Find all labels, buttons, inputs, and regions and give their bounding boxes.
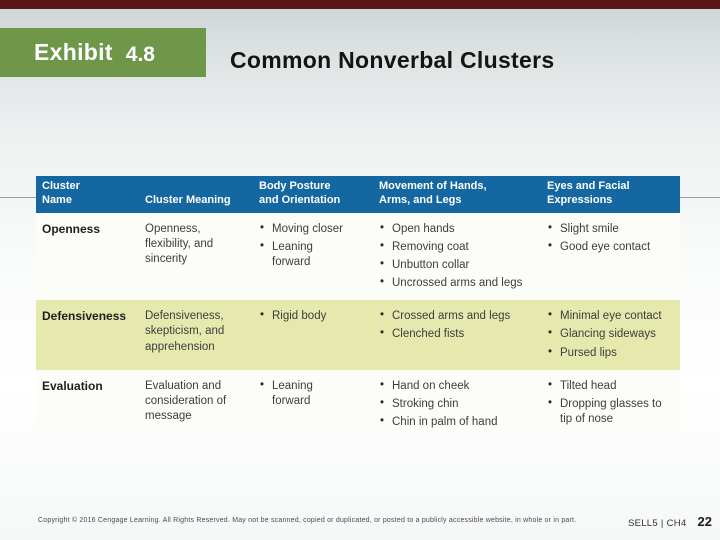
eyes-facial-list: Minimal eye contact Glancing sideways Pu… — [544, 300, 680, 370]
bullet-item: Open hands — [379, 220, 541, 237]
bullet-item: Crossed arms and legs — [379, 308, 541, 324]
page-title: Common Nonverbal Clusters — [230, 47, 555, 73]
body-posture-list: Moving closer Leaning forward — [256, 213, 376, 301]
exhibit-number: 4.8 — [125, 42, 155, 66]
body-posture-list: Rigid body — [256, 300, 376, 370]
bullet-item: Moving closer — [259, 220, 354, 237]
column-header-movement: Movement of Hands, Arms, and Legs — [379, 180, 487, 206]
page-number: 22 — [697, 514, 712, 529]
table-row-defensiveness: Defensiveness Defensiveness, skepticism,… — [36, 300, 680, 370]
bullet-item: Unbutton collar — [379, 257, 541, 273]
table-row-openness: Openness Openness, flexibility, and sinc… — [36, 212, 680, 301]
table-header-row: Cluster Name Cluster Meaning Body Postur… — [36, 176, 680, 213]
cluster-meaning: Openness, flexibility, and sincerity — [145, 222, 214, 265]
column-header-body-posture: Body Posture and Orientation — [259, 180, 341, 206]
bullet-item: Leaning forward — [259, 239, 354, 270]
bullet-item: Glancing sideways — [547, 326, 666, 342]
column-header-eyes-facial: Eyes and Facial Expressions — [547, 180, 630, 206]
bullet-item: Tilted head — [547, 378, 666, 394]
cluster-name: Defensiveness — [42, 309, 127, 324]
bullet-item: Good eye contact — [547, 239, 666, 255]
bullet-item: Removing coat — [379, 239, 541, 255]
bullet-item: Clenched fists — [379, 326, 541, 342]
footer-right: SELL5 | CH4 22 — [628, 514, 712, 529]
bullet-item: Slight smile — [547, 220, 666, 237]
bullet-item: Pursed lips — [547, 345, 666, 361]
bullet-item: Chin in palm of hand — [379, 414, 541, 430]
exhibit-badge: Exhibit 4.8 — [0, 28, 206, 77]
bullet-item: Rigid body — [259, 308, 354, 324]
exhibit-label: Exhibit — [34, 39, 113, 65]
cluster-name: Openness — [42, 221, 101, 236]
nonverbal-clusters-table: Cluster Name Cluster Meaning Body Postur… — [36, 176, 680, 440]
copyright-notice: Copyright © 2016 Cengage Learning. All R… — [38, 517, 577, 524]
column-header-cluster-meaning: Cluster Meaning — [145, 193, 231, 206]
bullet-item: Uncrossed arms and legs — [379, 275, 541, 291]
bullet-item: Minimal eye contact — [547, 308, 666, 324]
body-posture-list: Leaning forward — [256, 370, 376, 440]
bullet-item: Leaning forward — [259, 378, 354, 409]
bullet-item: Dropping glasses to tip of nose — [547, 396, 666, 427]
cluster-name: Evaluation — [42, 378, 103, 393]
eyes-facial-list: Tilted head Dropping glasses to tip of n… — [544, 370, 680, 440]
top-accent-bar — [0, 0, 720, 9]
bullet-item: Stroking chin — [379, 396, 541, 412]
eyes-facial-list: Slight smile Good eye contact — [544, 213, 680, 301]
table-row-evaluation: Evaluation Evaluation and consideration … — [36, 369, 680, 440]
column-header-cluster-name: Cluster Name — [42, 180, 80, 206]
course-code: SELL5 | CH4 — [627, 518, 687, 529]
movement-list: Open hands Removing coat Unbutton collar… — [376, 213, 544, 301]
movement-list: Hand on cheek Stroking chin Chin in palm… — [376, 370, 544, 440]
cluster-meaning: Defensiveness, skepticism, and apprehens… — [145, 310, 225, 353]
cluster-meaning: Evaluation and consideration of message — [145, 379, 227, 423]
bullet-item: Hand on cheek — [379, 378, 541, 394]
movement-list: Crossed arms and legs Clenched fists — [376, 300, 544, 370]
